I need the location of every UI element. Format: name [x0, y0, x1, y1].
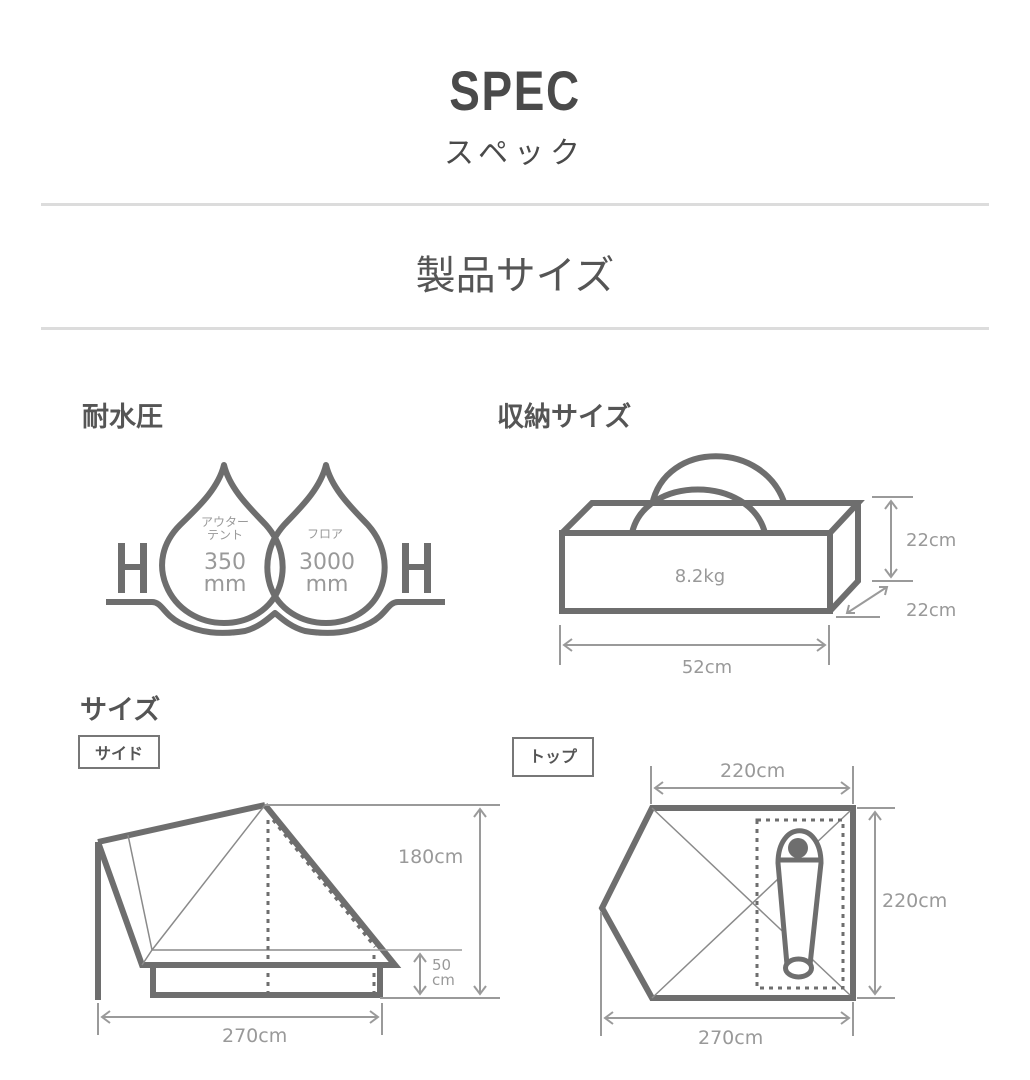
outer-tent-pressure: 350 — [204, 550, 246, 575]
storage-weight: 8.2kg — [674, 566, 726, 587]
water-drop-icon — [106, 462, 445, 636]
spec-subtitle: スペック — [444, 136, 586, 171]
floor-label: フロア — [306, 527, 343, 541]
outer-tent-label-line2: テント — [206, 528, 243, 542]
outer-tent-label: アウター テント — [190, 516, 260, 542]
storage-depth: 22cm — [906, 600, 957, 621]
top-inner-width: 220cm — [720, 760, 786, 782]
outer-tent-unit: mm — [203, 572, 247, 597]
tent-top-view-diagram — [598, 766, 895, 1036]
side-inner-height-unit: cm — [432, 971, 455, 989]
outer-tent-label-line1: アウター — [200, 515, 249, 529]
outer-tent-value: 350 mm — [185, 552, 265, 596]
tent-side-view-diagram — [95, 802, 500, 1035]
divider-bottom — [41, 327, 989, 330]
side-view-tag: サイド — [78, 735, 160, 769]
top-view-tag: トップ — [512, 737, 594, 777]
side-length: 270cm — [222, 1025, 288, 1047]
floor-pressure: 3000 — [299, 550, 355, 575]
side-inner-height-value: 50 — [432, 956, 452, 974]
storage-heading: 収納サイズ — [497, 402, 632, 433]
side-inner-height: 50 cm — [432, 958, 455, 988]
top-depth: 220cm — [882, 890, 948, 912]
divider-top — [41, 203, 989, 206]
top-length: 270cm — [698, 1027, 764, 1049]
spec-title: SPEC — [449, 59, 581, 122]
storage-bag-icon — [559, 453, 913, 665]
section-title: 製品サイズ — [415, 253, 615, 299]
floor-unit: mm — [305, 572, 349, 597]
water-pressure-heading: 耐水圧 — [82, 402, 163, 433]
storage-height: 22cm — [906, 530, 957, 551]
floor-value: 3000 mm — [282, 552, 372, 596]
storage-width: 52cm — [681, 657, 733, 678]
size-heading: サイズ — [80, 695, 161, 726]
side-height: 180cm — [398, 846, 464, 868]
